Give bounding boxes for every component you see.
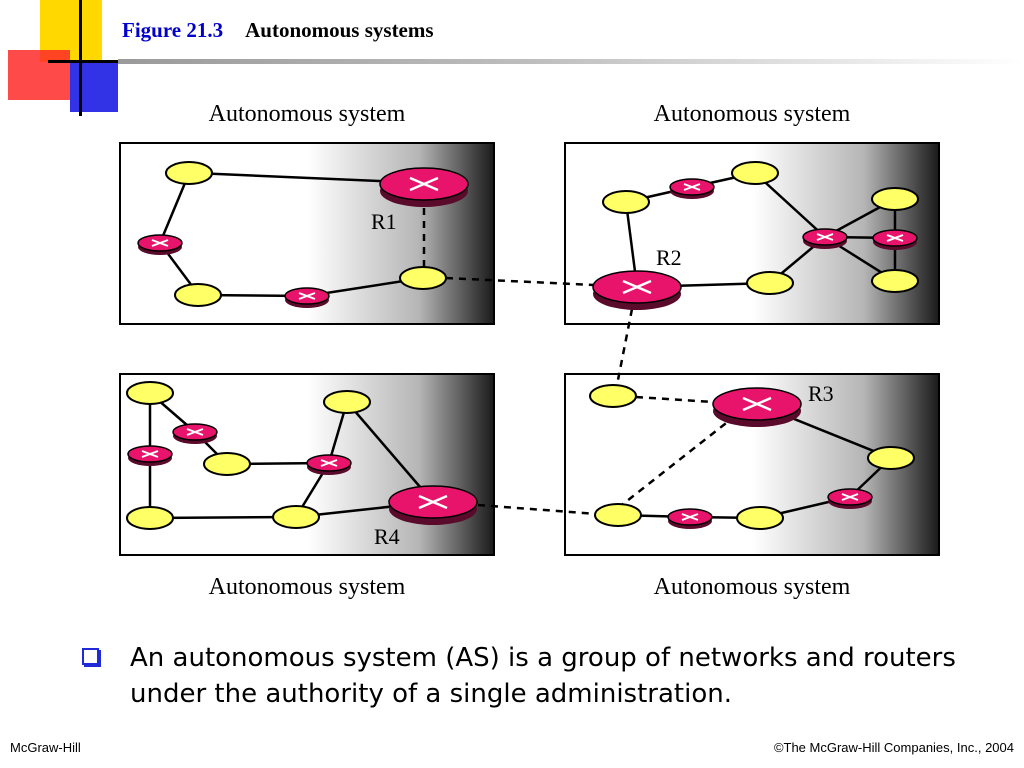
network-node [746,271,794,295]
network-node [594,503,642,527]
router-icon [284,287,330,308]
network-node [165,161,213,185]
router-label-r4: R4 [374,524,400,549]
router-icon [172,423,218,444]
router-r1-icon [379,167,469,207]
corner-vertical-line [79,0,82,116]
bullet-text: An autonomous system (AS) is a group of … [130,643,956,709]
corner-horizontal-line [48,60,120,63]
network-node [736,506,784,530]
footer-copyright: ©The McGraw-Hill Companies, Inc., 2004 [773,740,1014,755]
figure-title: Figure 21.3 Autonomous systems [122,18,434,43]
router-icon [669,178,715,199]
footer-publisher: McGraw-Hill [10,740,81,755]
as-label-top-right: Autonomous system [654,101,851,127]
networks [126,161,919,530]
network-node [867,446,915,470]
network-node [323,390,371,414]
interior-routers [127,178,918,529]
router-icon [667,508,713,529]
router-label-r3: R3 [808,381,834,406]
corner-blue-square [70,62,118,112]
network-node [731,161,779,185]
network-node [203,452,251,476]
figure-caption: Autonomous systems [245,18,434,42]
network-node [871,269,919,293]
as-label-bottom-left: Autonomous system [209,574,406,600]
dashed-links [422,195,731,516]
border-routers [379,167,802,525]
as-label-bottom-right: Autonomous system [654,574,851,600]
router-icon [137,234,183,255]
network-node [126,506,174,530]
router-icon [802,228,848,249]
network-node [126,381,174,405]
corner-red-square [8,50,70,100]
router-icon [872,229,918,250]
figure-number: Figure 21.3 [122,18,224,42]
network-node [399,266,447,290]
title-rule [118,59,1024,64]
network-node [602,190,650,214]
router-icon [127,445,173,466]
router-label-r2: R2 [656,245,682,270]
bullet-box-icon [80,646,100,666]
as-label-top-left: Autonomous system [209,101,406,127]
router-r2-icon [592,270,682,310]
router-icon [306,454,352,475]
router-icon [827,488,873,509]
autonomous-systems-diagram: Autonomous system Autonomous system Auto… [119,101,940,600]
network-node [871,187,919,211]
network-node [272,505,320,529]
router-label-r1: R1 [371,209,397,234]
network-node [174,283,222,307]
router-r4-icon [388,485,478,525]
router-r3-icon [712,387,802,427]
network-node [589,384,637,408]
